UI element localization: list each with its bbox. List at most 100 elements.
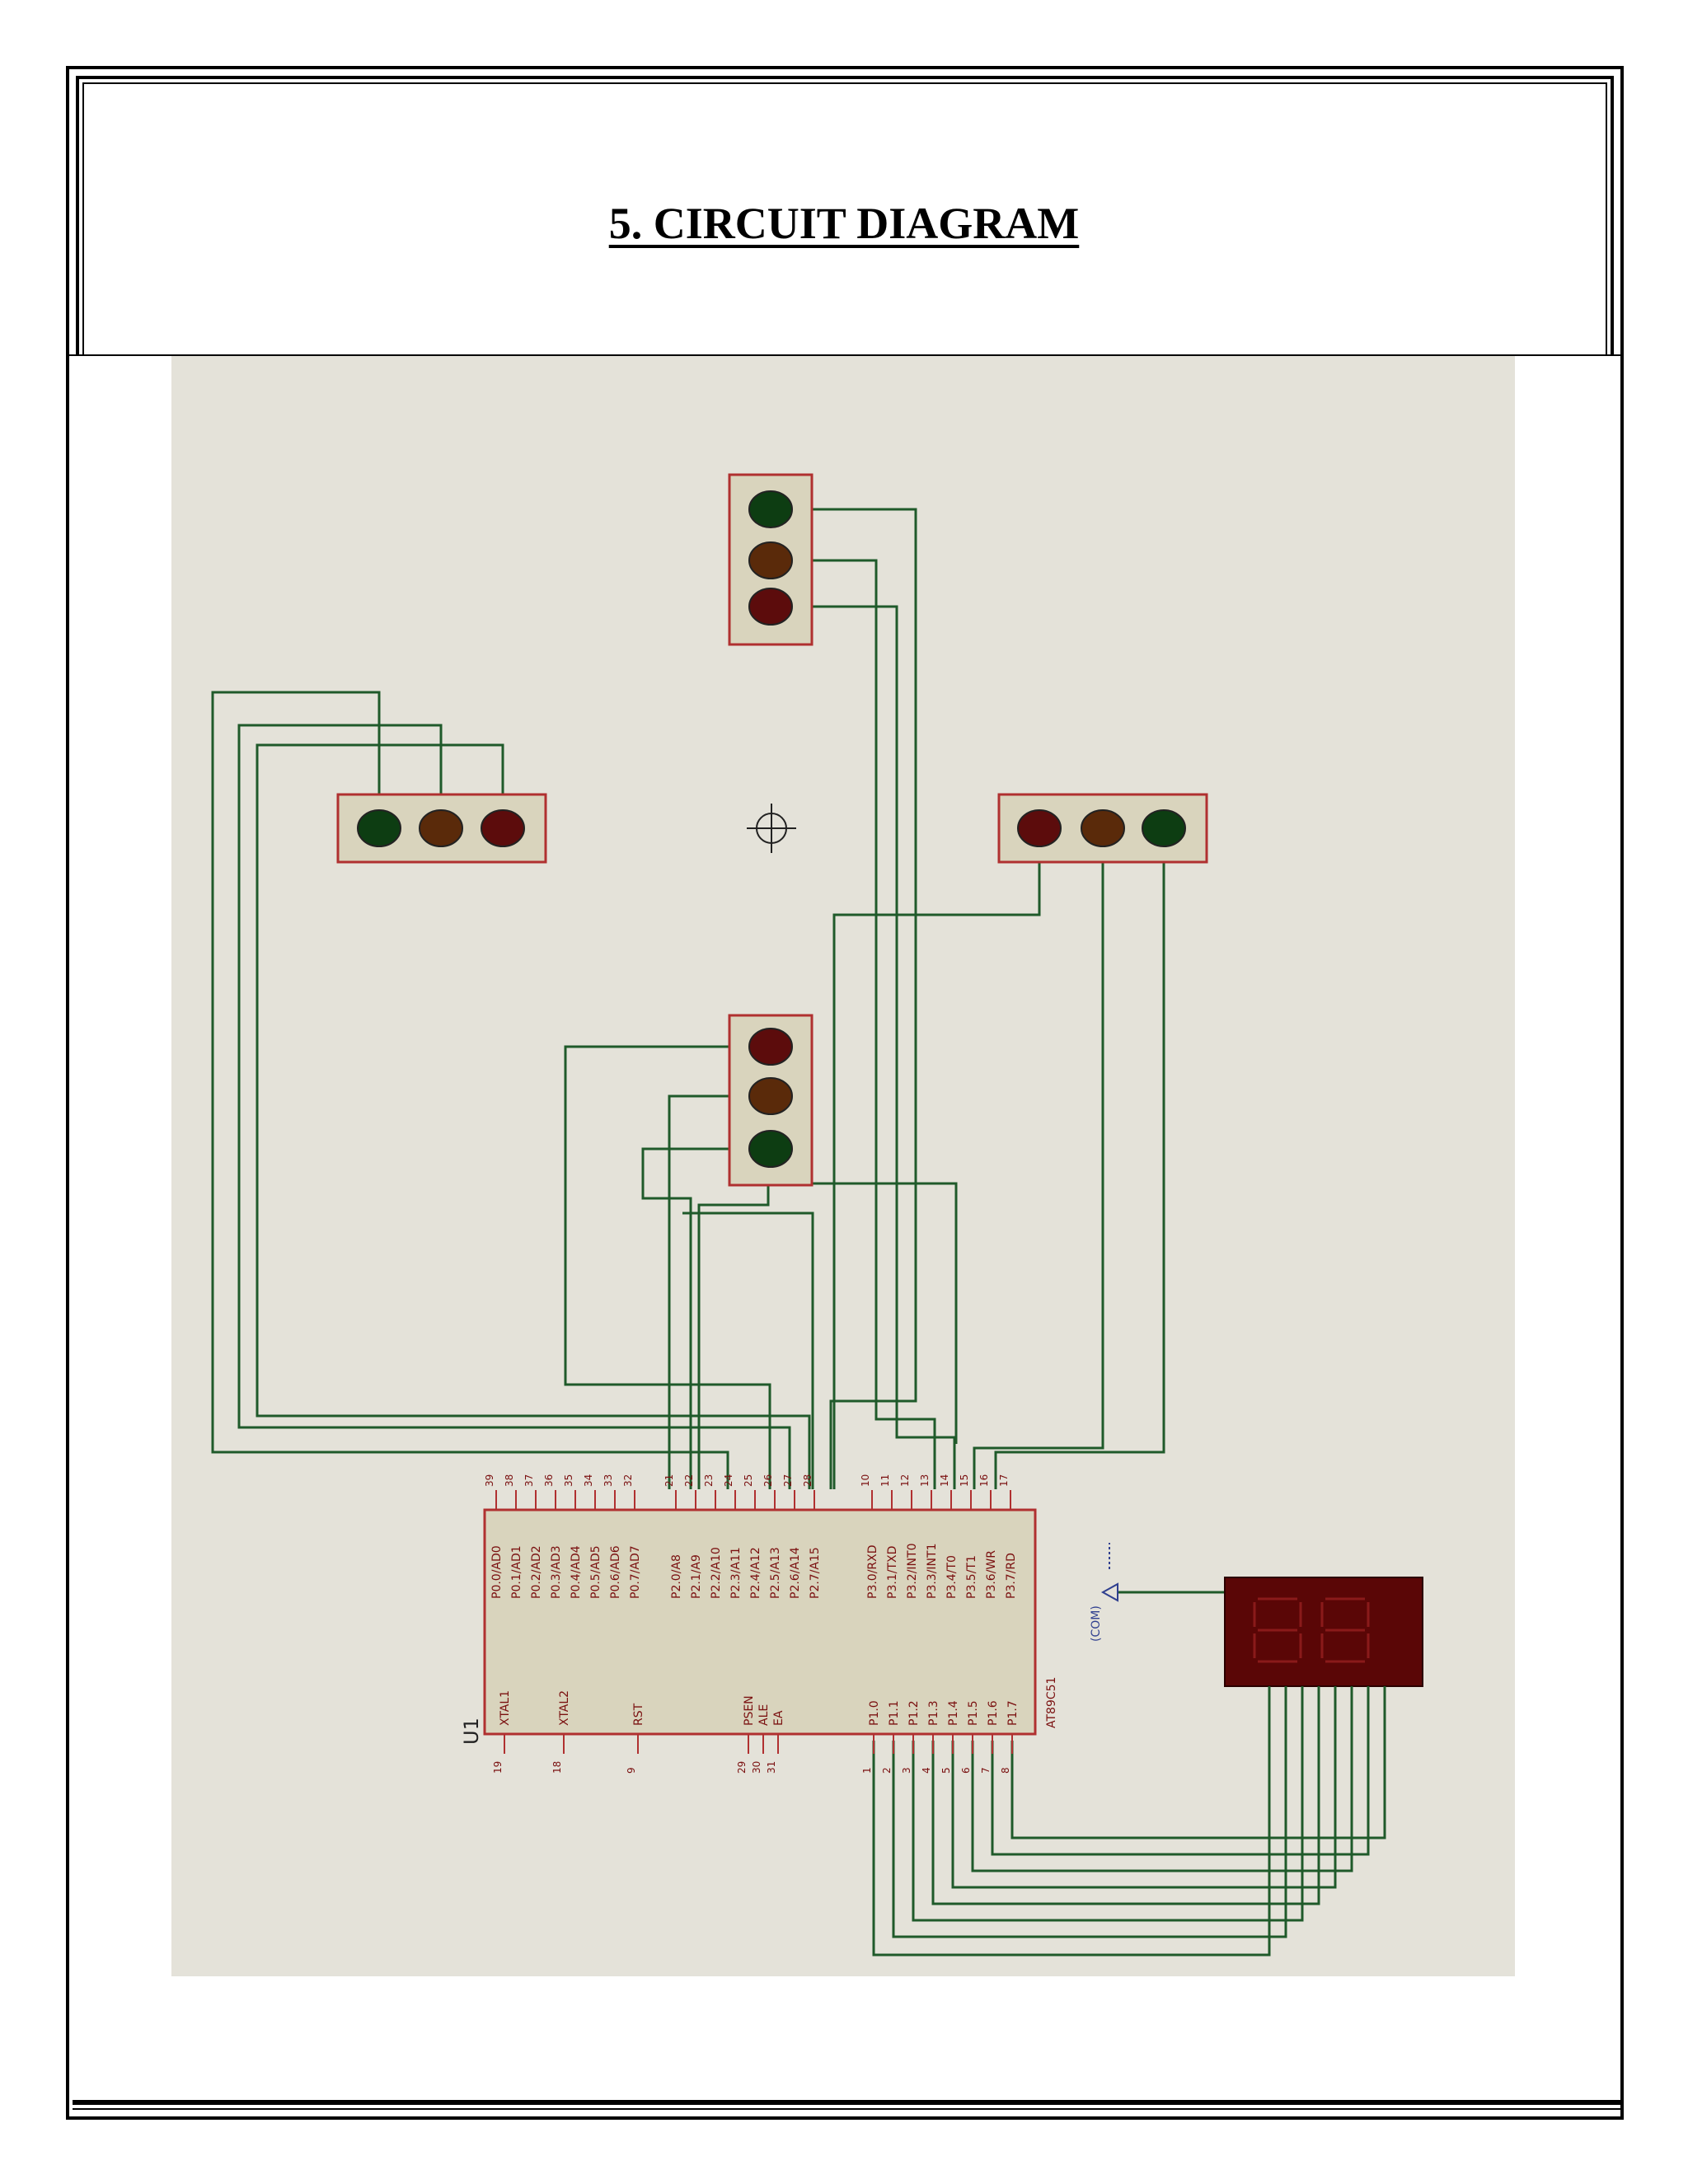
- pin-number: 10: [860, 1474, 871, 1487]
- wire-seg-a: [872, 1687, 1271, 1957]
- traffic-light-west: [336, 793, 547, 864]
- pin-number: 30: [751, 1761, 762, 1774]
- pin-label: P1.2: [907, 1700, 921, 1726]
- led-green-icon: [1142, 809, 1186, 847]
- wire-seg-c: [912, 1687, 1304, 1922]
- header-border-inner: [82, 82, 1607, 356]
- pin-label: P3.0/RXD: [866, 1544, 879, 1599]
- pin-number: 7: [980, 1767, 992, 1774]
- seven-segment-display: (COM): [1090, 1543, 1423, 1699]
- wire-seg-d: [931, 1687, 1320, 1905]
- pin-number: 4: [921, 1767, 932, 1774]
- pin-label: P2.0/A8: [670, 1554, 683, 1599]
- wire-north-amber: [811, 559, 936, 1489]
- com-terminal-icon: [1100, 1543, 1118, 1602]
- wire-west-amber: [237, 724, 791, 1489]
- wire-west-red: [211, 691, 729, 1489]
- pin-label: P1.7: [1006, 1700, 1020, 1726]
- wire-east-green: [994, 857, 1165, 1489]
- pin-number: 33: [603, 1474, 614, 1487]
- pin-label: P2.1/A9: [690, 1554, 703, 1599]
- pin-label: XTAL1: [499, 1690, 512, 1726]
- pin-number: 14: [939, 1474, 950, 1487]
- pin-label: P1.6: [987, 1700, 1000, 1726]
- pin-label: P1.0: [868, 1700, 881, 1726]
- pin-number: 3: [901, 1767, 912, 1774]
- display-body: [1224, 1577, 1423, 1687]
- pin-number: 22: [683, 1474, 695, 1487]
- pin-label: P1.5: [967, 1700, 980, 1726]
- pin-number: 35: [563, 1474, 574, 1487]
- pin-number: 19: [492, 1761, 504, 1774]
- pin-number: 15: [959, 1474, 970, 1487]
- pin-number: 34: [583, 1474, 594, 1487]
- chip-pins: [495, 1490, 1013, 1754]
- pin-label: XTAL2: [558, 1690, 571, 1726]
- pin-number: 23: [703, 1474, 715, 1487]
- pin-label: P0.5/AD5: [589, 1545, 603, 1599]
- pin-label: PSEN: [743, 1695, 756, 1726]
- pin-label: EA: [772, 1710, 785, 1726]
- led-amber-icon: [419, 809, 463, 847]
- pin-number: 17: [998, 1474, 1010, 1487]
- display-pins: [1268, 1686, 1386, 1699]
- pin-number: 18: [551, 1761, 563, 1774]
- pin-label: P0.1/AD1: [510, 1545, 523, 1599]
- microcontroller-u1: 39P0.0/AD038P0.1/AD137P0.2/AD236P0.3/AD3…: [460, 1474, 1058, 1774]
- traffic-light-north: [728, 473, 814, 646]
- wire-north-green: [811, 508, 917, 1489]
- led-amber-icon: [748, 541, 793, 579]
- pin-number: 27: [782, 1474, 794, 1487]
- wire-south-red: [564, 1045, 771, 1489]
- pin-label: P1.4: [947, 1700, 960, 1726]
- traffic-light-east: [997, 793, 1208, 864]
- led-amber-icon: [1081, 809, 1125, 847]
- pin-label: P3.7/RD: [1005, 1553, 1018, 1599]
- led-red-icon: [481, 809, 525, 847]
- pin-label: P2.5/A13: [769, 1547, 782, 1599]
- pin-number: 28: [802, 1474, 814, 1487]
- wire-seg-g: [991, 1687, 1370, 1856]
- pin-label: P0.3/AD3: [550, 1545, 563, 1599]
- pin-label: P3.6/WR: [985, 1550, 998, 1599]
- wire-cross-1: [697, 1182, 958, 1489]
- pin-label: P1.1: [888, 1700, 901, 1726]
- chip-reference: U1: [460, 1718, 483, 1745]
- header-border: [76, 76, 1614, 356]
- pin-number: 5: [940, 1767, 952, 1774]
- pin-number: 6: [960, 1767, 972, 1774]
- chip-part-number: AT89C51: [1045, 1677, 1058, 1728]
- pin-label: P3.2/INT0: [906, 1544, 919, 1599]
- led-green-icon: [748, 490, 793, 528]
- wire-north-red: [811, 605, 956, 1489]
- wire-east-amber: [973, 857, 1104, 1489]
- wires: [211, 508, 1386, 1957]
- pin-number: 2: [881, 1767, 893, 1774]
- origin-marker: [747, 804, 796, 853]
- led-red-icon: [748, 588, 793, 626]
- pin-number: 21: [663, 1474, 675, 1487]
- page-title-text: 5. CIRCUIT DIAGRAM: [608, 199, 1080, 248]
- pin-label: P3.3/INT1: [926, 1544, 939, 1599]
- pin-number: 37: [523, 1474, 535, 1487]
- led-green-icon: [748, 1130, 793, 1168]
- pin-number: 31: [766, 1761, 777, 1774]
- pin-number: 36: [543, 1474, 555, 1487]
- pin-label: P3.1/TXD: [886, 1546, 899, 1599]
- pin-number: 32: [622, 1474, 634, 1487]
- pin-label: P2.6/A14: [789, 1547, 802, 1599]
- pin-number: 39: [484, 1474, 495, 1487]
- chip-body: [483, 1508, 1037, 1736]
- led-amber-icon: [748, 1077, 793, 1115]
- traffic-light-south: [728, 1014, 814, 1187]
- chip-labels: 39P0.0/AD038P0.1/AD137P0.2/AD236P0.3/AD3…: [484, 1474, 1020, 1774]
- com-label: (COM): [1090, 1605, 1103, 1642]
- pin-label: P0.0/AD0: [490, 1545, 504, 1599]
- pin-label: P1.3: [927, 1700, 940, 1726]
- pin-number: 24: [723, 1474, 734, 1487]
- pin-label: P0.2/AD2: [530, 1545, 543, 1599]
- pin-label: P2.7/A15: [809, 1547, 822, 1599]
- pin-label: ALE: [757, 1704, 771, 1726]
- page-title: 5. CIRCUIT DIAGRAM: [0, 198, 1688, 249]
- pin-number: 38: [504, 1474, 515, 1487]
